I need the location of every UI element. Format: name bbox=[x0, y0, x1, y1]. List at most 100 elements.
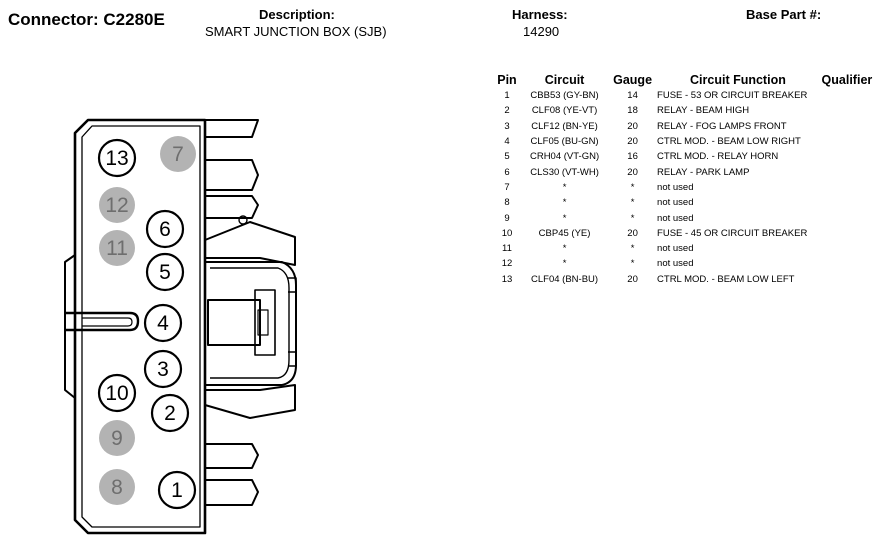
housing-left-slot-inner bbox=[82, 317, 133, 327]
gauge: 20 bbox=[627, 120, 638, 132]
gauge: 16 bbox=[627, 151, 638, 163]
circuit-code: * bbox=[562, 212, 567, 224]
pin-cavity: 4 bbox=[143, 303, 183, 343]
table-row: 12**not used bbox=[493, 256, 875, 271]
circuit-code: * bbox=[562, 243, 567, 255]
pin-cavity: 1 bbox=[157, 470, 197, 510]
pin-number: 12 bbox=[501, 258, 513, 270]
circuit-function: not used bbox=[657, 212, 694, 224]
pin-cavity: 11 bbox=[99, 230, 135, 266]
header-gauge: Gauge bbox=[613, 73, 653, 87]
pin-circle bbox=[143, 303, 183, 343]
circuit-function: RELAY - FOG LAMPS FRONT bbox=[657, 120, 787, 132]
pin-circle bbox=[99, 187, 135, 223]
latch-button-inner bbox=[257, 309, 269, 336]
pin-label: 11 bbox=[106, 237, 128, 260]
circuit-function: not used bbox=[657, 197, 694, 209]
pin-number: 7 bbox=[504, 181, 510, 193]
pin-circle bbox=[145, 252, 185, 292]
circuit-function: FUSE - 45 OR CIRCUIT BREAKER bbox=[657, 227, 808, 239]
connector-housing bbox=[64, 118, 297, 535]
circuit-code: * bbox=[562, 258, 567, 270]
pinout-table: Pin Circuit Gauge Circuit Function Quali… bbox=[493, 72, 875, 287]
pinout-header-row: Pin Circuit Gauge Circuit Function Quali… bbox=[493, 72, 875, 88]
pin-label: 12 bbox=[105, 194, 128, 217]
qualifier bbox=[819, 164, 875, 179]
table-row: 7**not used bbox=[493, 180, 875, 195]
qualifier bbox=[819, 180, 875, 195]
pin-circle bbox=[160, 136, 196, 172]
gauge: * bbox=[630, 243, 635, 255]
pin-cavity: 9 bbox=[99, 420, 135, 456]
latch-pin-dot bbox=[238, 215, 248, 225]
pin-number: 8 bbox=[504, 197, 510, 209]
circuit-code: CBP45 (YE) bbox=[538, 227, 591, 239]
gauge: 20 bbox=[627, 227, 638, 239]
gauge: 20 bbox=[627, 273, 638, 285]
circuit-function: RELAY - BEAM HIGH bbox=[657, 105, 750, 117]
pin-label: 8 bbox=[111, 476, 123, 499]
pin-label: 10 bbox=[105, 382, 128, 405]
pin-label: 13 bbox=[105, 147, 128, 170]
gauge: * bbox=[630, 212, 635, 224]
pin-label: 4 bbox=[157, 312, 169, 335]
latch-upper-arm bbox=[204, 221, 296, 266]
description-label: Description: bbox=[259, 7, 335, 22]
housing-left-slot bbox=[64, 311, 140, 332]
qualifier bbox=[819, 119, 875, 134]
gauge: * bbox=[630, 197, 635, 209]
qualifier bbox=[819, 149, 875, 164]
header-qualifier: Qualifier bbox=[821, 73, 873, 87]
latch-body bbox=[205, 261, 297, 386]
table-row: 11 * * not used bbox=[493, 241, 875, 256]
circuit-function: not used bbox=[657, 243, 694, 255]
pin-number: 3 bbox=[504, 120, 510, 132]
circuit-code: CLS30 (VT-WH) bbox=[530, 166, 599, 178]
latch-clip-bottom bbox=[288, 351, 297, 367]
table-row: 13 CLF04 (BN-BU) 20 CTRL MOD. - BEAM LOW LE… bbox=[493, 272, 875, 287]
circuit-function: not used bbox=[657, 258, 694, 270]
header-circuit-function: Circuit Function bbox=[690, 73, 786, 87]
pin-cavity: 13 bbox=[97, 138, 137, 178]
gauge: 18 bbox=[627, 105, 638, 117]
gauge: 20 bbox=[627, 136, 638, 148]
circuit-code: CBB53 (GY-BN) bbox=[530, 90, 599, 102]
pin-label: 9 bbox=[111, 427, 123, 450]
circuit-function: not used bbox=[657, 181, 694, 193]
circuit-code: CLF04 (BN-BU) bbox=[531, 273, 599, 285]
header-circuit: Circuit bbox=[544, 73, 585, 87]
pin-number: 5 bbox=[504, 151, 510, 163]
qualifier bbox=[819, 195, 875, 210]
circuit-function: CTRL MOD. - BEAM LOW LEFT bbox=[657, 273, 795, 285]
circuit-function: CTRL MOD. - RELAY HORN bbox=[657, 151, 779, 163]
pin-number: 1 bbox=[504, 90, 510, 102]
qualifier bbox=[819, 134, 875, 149]
table-row: 9 * * not used bbox=[493, 210, 875, 225]
latch-inner bbox=[210, 267, 290, 379]
pin-cavity: 8 bbox=[99, 469, 135, 505]
pin-circle bbox=[145, 209, 185, 249]
qualifier bbox=[819, 226, 875, 241]
pin-label: 6 bbox=[159, 218, 171, 241]
pin-circle bbox=[99, 469, 135, 505]
circuit-code: CLF05 (BU-GN) bbox=[530, 136, 599, 148]
pin-number: 11 bbox=[502, 243, 512, 255]
pin-number: 6 bbox=[504, 166, 510, 178]
base-part-label: Base Part #: bbox=[746, 7, 822, 22]
latch-button bbox=[254, 289, 276, 356]
pin-number: 13 bbox=[501, 273, 513, 285]
pin-circle bbox=[97, 138, 137, 178]
latch-lower-arm bbox=[204, 384, 296, 419]
pin-cavity: 6 bbox=[145, 209, 185, 249]
harness-label: Harness: bbox=[512, 7, 568, 22]
pin-circle bbox=[97, 373, 137, 413]
housing-left-latch bbox=[64, 254, 76, 399]
latch-clip-top bbox=[288, 277, 297, 293]
pin-cavity: 2 bbox=[150, 393, 190, 433]
pin-number: 9 bbox=[504, 212, 510, 224]
